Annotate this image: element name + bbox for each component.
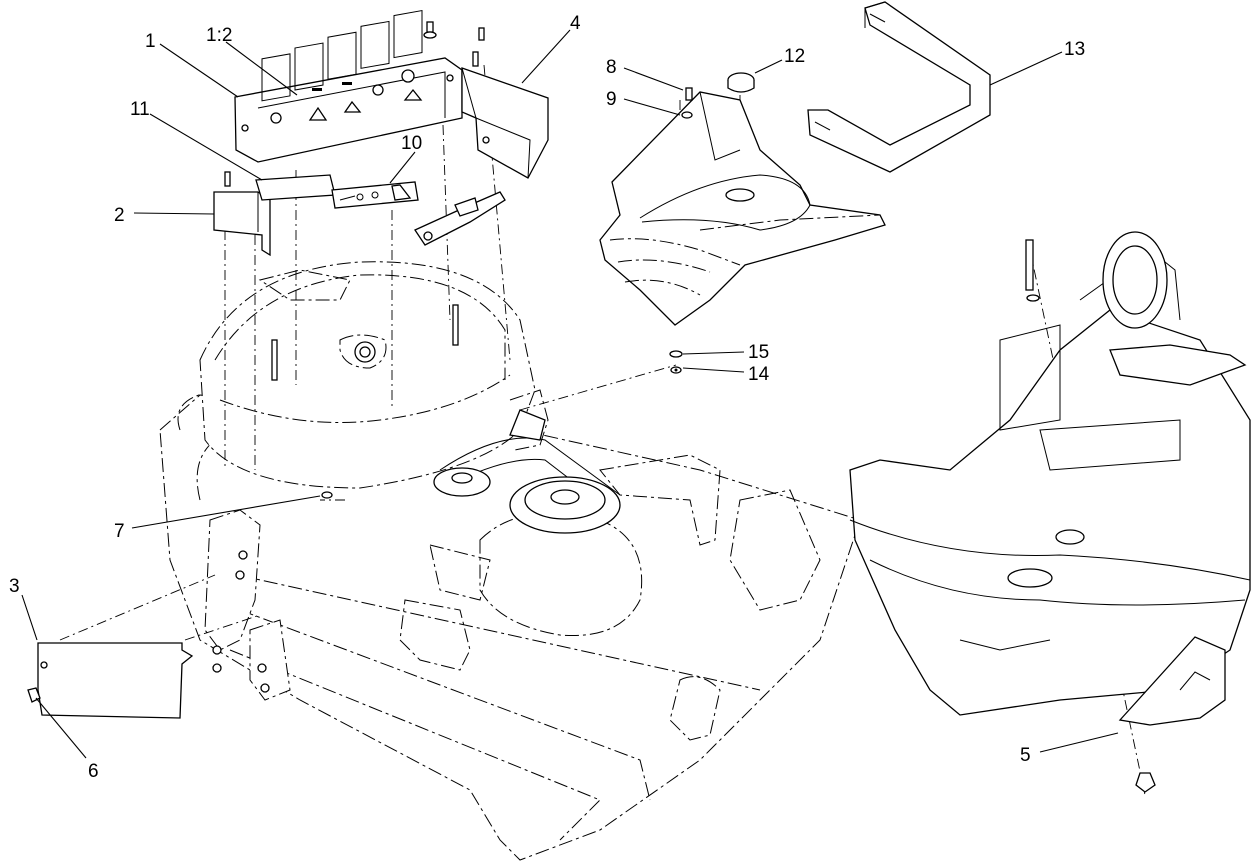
callout-15: 15	[748, 342, 769, 363]
warning-icons	[261, 10, 423, 124]
callout-12: 12	[784, 46, 805, 67]
callout-6: 6	[88, 761, 99, 782]
decal-strip-part-11	[255, 174, 336, 201]
decal-part-10	[331, 181, 419, 209]
cover-assembly	[599, 72, 886, 374]
callout-11: 11	[130, 99, 150, 120]
callout-9: 9	[606, 89, 617, 110]
latch-handle	[414, 191, 506, 246]
shield-plate-part-3	[27, 642, 194, 719]
callout-1: 1	[145, 31, 156, 52]
callout-3: 3	[9, 576, 20, 597]
callout-1-2: 1:2	[206, 25, 232, 46]
callout-5: 5	[1020, 745, 1031, 766]
callout-2: 2	[114, 205, 125, 226]
discharge-chute-phantom	[199, 261, 621, 534]
bracket-part-2	[213, 191, 271, 257]
deflector-part-4	[461, 67, 549, 179]
explode-lines	[59, 64, 1146, 796]
leader-lines	[21, 29, 1119, 759]
bolt-part-7	[321, 491, 333, 499]
hitch-bracket	[204, 509, 291, 701]
callout-8: 8	[606, 57, 617, 78]
callout-7: 7	[114, 521, 125, 542]
u-bracket-part-13	[807, 1, 991, 173]
callout-13: 13	[1064, 39, 1085, 60]
callout-4: 4	[570, 13, 581, 34]
screws-top	[224, 21, 485, 187]
callout-14: 14	[748, 364, 770, 385]
callouts: 1 1:2 2 3 4 5 6 7 8 9 10 11 12 13 14 15	[9, 13, 1085, 782]
callout-10: 10	[401, 133, 422, 154]
decal-panel-part-1	[234, 10, 463, 163]
right-deck-detail	[849, 231, 1251, 793]
